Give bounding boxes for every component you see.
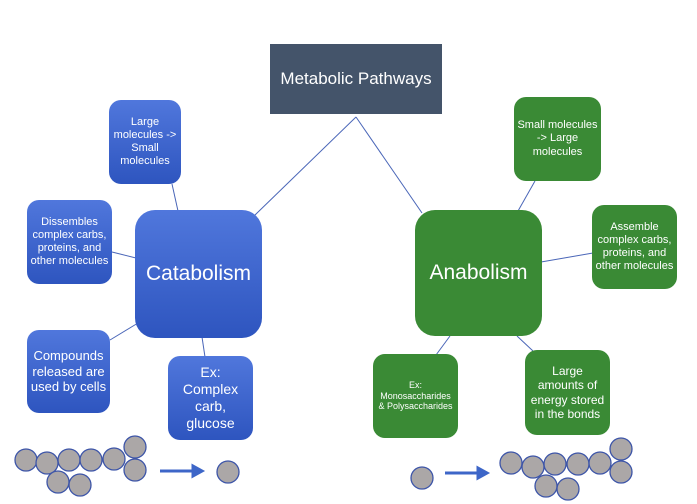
molecule-circle bbox=[14, 448, 38, 472]
molecule-circle bbox=[46, 470, 70, 494]
anabolism-box: Anabolism bbox=[415, 210, 542, 336]
connector bbox=[517, 180, 536, 212]
molecule-circle bbox=[68, 473, 92, 497]
molecule-circle bbox=[609, 460, 633, 484]
catabolism-size-box: Large molecules -> Small molecules bbox=[109, 100, 181, 184]
connector bbox=[355, 116, 423, 214]
molecule-circle bbox=[35, 451, 59, 475]
molecule-circle bbox=[556, 477, 580, 501]
molecule-circle bbox=[79, 448, 103, 472]
molecule-circle bbox=[566, 452, 590, 476]
catabolism-description-box: Dissembles complex carbs, proteins, and … bbox=[27, 200, 112, 284]
anabolism-example-box: Ex: Monosaccharides & Polysaccharides bbox=[373, 354, 458, 438]
connector bbox=[109, 322, 139, 341]
anabolism-energy-box: Large amounts of energy stored in the bo… bbox=[525, 350, 610, 435]
molecule-circle bbox=[123, 458, 147, 482]
molecule-circle bbox=[216, 460, 240, 484]
arrow-head bbox=[476, 465, 491, 481]
title-box: Metabolic Pathways bbox=[270, 44, 442, 114]
molecule-circle bbox=[102, 447, 126, 471]
molecule-circle bbox=[410, 466, 434, 490]
molecule-circle bbox=[588, 451, 612, 475]
anabolism-description-box: Assemble complex carbs, proteins, and ot… bbox=[592, 205, 677, 289]
arrow-head bbox=[191, 463, 206, 479]
connector bbox=[254, 116, 357, 216]
connector bbox=[111, 251, 137, 259]
molecule-circle bbox=[609, 437, 633, 461]
catabolism-example-box: Ex: Complex carb, glucose bbox=[168, 356, 253, 440]
connector bbox=[171, 183, 179, 212]
catabolism-use-box: Compounds released are used by cells bbox=[27, 330, 110, 413]
connector bbox=[435, 335, 451, 356]
catabolism-box: Catabolism bbox=[135, 210, 262, 338]
connector bbox=[516, 335, 534, 352]
molecule-circle bbox=[123, 435, 147, 459]
connector bbox=[540, 252, 594, 263]
molecule-circle bbox=[543, 452, 567, 476]
molecule-circle bbox=[534, 474, 558, 498]
molecule-circle bbox=[499, 451, 523, 475]
anabolism-size-box: Small molecules -> Large molecules bbox=[514, 97, 601, 181]
molecule-circle bbox=[521, 455, 545, 479]
molecule-circle bbox=[57, 448, 81, 472]
connector bbox=[201, 336, 206, 358]
